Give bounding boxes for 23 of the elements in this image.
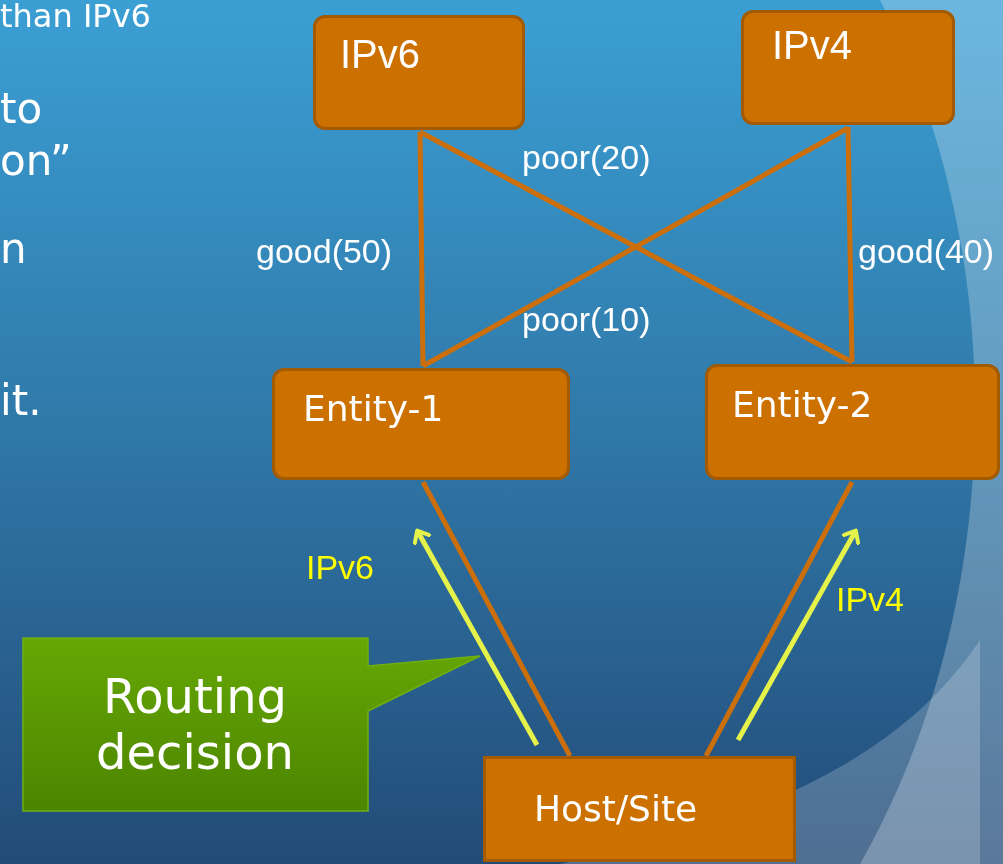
entity-box: Entity-1 — [272, 368, 570, 480]
router-box: IPv6 — [313, 15, 525, 130]
edge-label: good(40) — [858, 234, 995, 268]
link-line — [845, 126, 855, 363]
arrow — [735, 528, 861, 742]
text-fragment: n — [0, 228, 27, 270]
text-fragment: it. — [0, 380, 42, 422]
edge-label: good(50) — [256, 234, 393, 268]
arrow — [412, 528, 540, 747]
router-box: IPv4 — [741, 10, 955, 125]
edge-label: IPv4 — [836, 582, 905, 616]
edge-label: poor(20) — [522, 140, 651, 174]
text-fragment: on” — [0, 140, 72, 182]
callout-box: Routing decision — [22, 637, 482, 812]
text-fragment: to — [0, 88, 43, 130]
host-box: Host/Site — [483, 756, 796, 862]
text-fragment: than IPv6 — [0, 0, 151, 32]
edge-label: IPv6 — [306, 550, 375, 584]
link-line — [417, 131, 426, 367]
entity-box: Entity-2 — [705, 364, 1000, 480]
edge-label: poor(10) — [522, 302, 651, 336]
link-line — [703, 480, 855, 758]
link-line — [420, 480, 573, 758]
